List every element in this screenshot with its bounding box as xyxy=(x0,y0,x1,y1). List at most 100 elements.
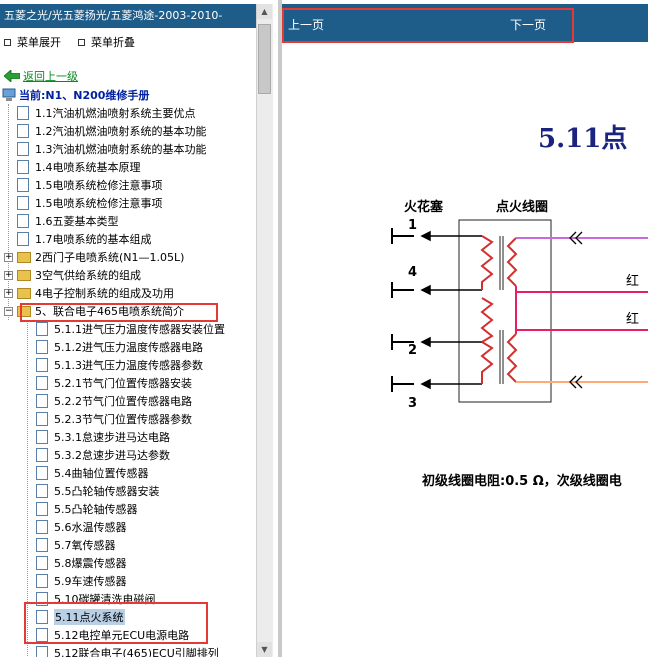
tree-item-label: 3空气供给系统的组成 xyxy=(35,269,141,282)
expand-icon xyxy=(4,38,11,46)
tree-item[interactable]: 5.12电控单元ECU电源电路 xyxy=(36,626,189,644)
prev-page-link[interactable]: 上一页 xyxy=(288,18,325,32)
tree-item[interactable]: 5.3.1怠速步进马达电路 xyxy=(36,428,170,446)
current-manual-label: 当前:N1、N200维修手册 xyxy=(19,89,150,102)
document-icon xyxy=(36,556,48,570)
document-icon xyxy=(36,610,48,624)
tree-item[interactable]: 1.2汽油机燃油喷射系统的基本功能 xyxy=(17,122,207,140)
document-icon xyxy=(36,394,48,408)
tree-item[interactable]: 5.9车速传感器 xyxy=(36,572,127,590)
next-page-link[interactable]: 下一页 xyxy=(510,18,547,32)
document-icon xyxy=(36,376,48,390)
tree-item-label: 5.12电控单元ECU电源电路 xyxy=(54,629,190,642)
page-nav-bar: 上一页 下一页 xyxy=(282,4,648,42)
computer-icon xyxy=(2,88,16,101)
folder-icon xyxy=(17,287,31,299)
document-icon xyxy=(17,178,29,192)
tree-item-label: 1.3汽油机燃油喷射系统的基本功能 xyxy=(35,143,207,156)
menu-collapse-label: 菜单折叠 xyxy=(91,36,135,49)
document-icon xyxy=(17,124,29,138)
expand-node-icon[interactable]: + xyxy=(4,269,13,280)
document-icon xyxy=(17,232,29,246)
tree-item-label: 1.4电喷系统基本原理 xyxy=(35,161,141,174)
document-icon xyxy=(36,538,48,552)
tree-item-label: 5.1.1进气压力温度传感器安装位置 xyxy=(54,323,225,336)
folder-icon xyxy=(17,251,31,263)
tree-item[interactable]: 1.4电喷系统基本原理 xyxy=(17,158,141,176)
document-icon xyxy=(36,520,48,534)
tree-item-label: 5.9车速传感器 xyxy=(54,575,127,588)
document-icon xyxy=(17,142,29,156)
document-icon xyxy=(36,448,48,462)
page-heading: 5.11点 xyxy=(538,124,628,154)
tree-item[interactable]: 5.8爆震传感器 xyxy=(36,554,127,572)
scroll-up-icon[interactable]: ▲ xyxy=(257,4,272,19)
tree-item[interactable]: 1.1汽油机燃油喷射系统主要优点 xyxy=(17,104,196,122)
plug-number-3: 3 xyxy=(408,396,418,411)
tree-item[interactable]: 5.2.2节气门位置传感器电路 xyxy=(36,392,192,410)
plug-number-1: 1 xyxy=(408,218,418,233)
tree-item-label: 5.7氧传感器 xyxy=(54,539,116,552)
tree-item[interactable]: 5.5凸轮轴传感器 xyxy=(36,500,138,518)
tree-item[interactable]: 1.6五菱基本类型 xyxy=(17,212,119,230)
tree-item[interactable]: 1.5电喷系统检修注意事项 xyxy=(17,194,163,212)
tree-item[interactable]: − 5、联合电子465电喷系统简介 xyxy=(4,302,184,320)
tree-item-label: 5.3.1怠速步进马达电路 xyxy=(54,431,170,444)
document-icon xyxy=(36,322,48,336)
tree-item[interactable]: 5.3.2怠速步进马达参数 xyxy=(36,446,170,464)
content-pane: 上一页 下一页 5.11点 火花塞 点火线圈 xyxy=(282,0,648,657)
tree-scrollbar[interactable]: ▲ ▼ xyxy=(256,4,273,657)
annotation-box-section-5 xyxy=(20,303,218,322)
tree-item-label: 5.6水温传感器 xyxy=(54,521,127,534)
document-icon xyxy=(17,160,29,174)
tree-item-label: 5.5凸轮轴传感器安装 xyxy=(54,485,160,498)
expand-node-icon[interactable]: + xyxy=(4,287,13,298)
tree-item[interactable]: 5.12联合电子(465)ECU引脚排列 xyxy=(36,644,219,657)
expand-node-icon[interactable]: + xyxy=(4,251,13,262)
tree-item-label: 1.6五菱基本类型 xyxy=(35,215,119,228)
menu-collapse-button[interactable]: 菜单折叠 xyxy=(78,34,135,50)
tree-item[interactable]: +3空气供给系统的组成 xyxy=(4,266,141,284)
tree-item[interactable]: 5.11点火系统 xyxy=(36,608,125,626)
back-arrow-icon xyxy=(4,70,20,82)
tree-item[interactable]: 5.4曲轴位置传感器 xyxy=(36,464,149,482)
menu-expand-label: 菜单展开 xyxy=(17,36,61,49)
document-icon xyxy=(17,106,29,120)
tree-item-label: 1.2汽油机燃油喷射系统的基本功能 xyxy=(35,125,207,138)
ignition-circuit-svg xyxy=(391,219,648,403)
scroll-thumb[interactable] xyxy=(258,24,271,94)
tree-item[interactable]: 5.2.1节气门位置传感器安装 xyxy=(36,374,192,392)
folder-icon xyxy=(17,269,31,281)
annotation-box-page-nav xyxy=(282,8,574,43)
tree-item[interactable]: 1.7电喷系统的基本组成 xyxy=(17,230,152,248)
tree-guide-line xyxy=(27,320,28,657)
pane-divider[interactable] xyxy=(278,0,282,657)
scroll-down-icon[interactable]: ▼ xyxy=(257,642,272,657)
tree-item[interactable]: 5.6水温传感器 xyxy=(36,518,127,536)
tree-item-label: 5、联合电子465电喷系统简介 xyxy=(35,305,184,318)
coil-label: 点火线圈 xyxy=(496,200,549,215)
tree-item[interactable]: 5.1.3进气压力温度传感器参数 xyxy=(36,356,203,374)
tree-item[interactable]: +2西门子电喷系统(N1—1.05L) xyxy=(4,248,184,266)
plug-number-2: 2 xyxy=(408,343,418,358)
collapse-icon xyxy=(78,38,85,46)
wire-label-red-1: 红 xyxy=(626,274,640,289)
tree-item[interactable]: 1.5电喷系统检修注意事项 xyxy=(17,176,163,194)
tree-item[interactable]: 5.1.2进气压力温度传感器电路 xyxy=(36,338,203,356)
menu-expand-button[interactable]: 菜单展开 xyxy=(4,34,61,50)
tree-item[interactable]: 5.2.3节气门位置传感器参数 xyxy=(36,410,192,428)
collapse-node-icon[interactable]: − xyxy=(4,305,13,316)
tree-item-label: 1.5电喷系统检修注意事项 xyxy=(35,179,163,192)
tree-item[interactable]: +4电子控制系统的组成及功用 xyxy=(4,284,174,302)
tree-item-label: 5.3.2怠速步进马达参数 xyxy=(54,449,170,462)
open-folder-icon xyxy=(17,305,31,317)
document-icon xyxy=(17,214,29,228)
tree-item[interactable]: 5.1.1进气压力温度传感器安装位置 xyxy=(36,320,225,338)
tree-item[interactable]: 5.7氧传感器 xyxy=(36,536,116,554)
document-icon xyxy=(36,646,48,657)
back-link[interactable]: 返回上一级 xyxy=(4,68,78,84)
tree-item-label: 5.1.2进气压力温度传感器电路 xyxy=(54,341,203,354)
document-icon xyxy=(36,502,48,516)
tree-item[interactable]: 5.5凸轮轴传感器安装 xyxy=(36,482,160,500)
tree-item[interactable]: 1.3汽油机燃油喷射系统的基本功能 xyxy=(17,140,207,158)
